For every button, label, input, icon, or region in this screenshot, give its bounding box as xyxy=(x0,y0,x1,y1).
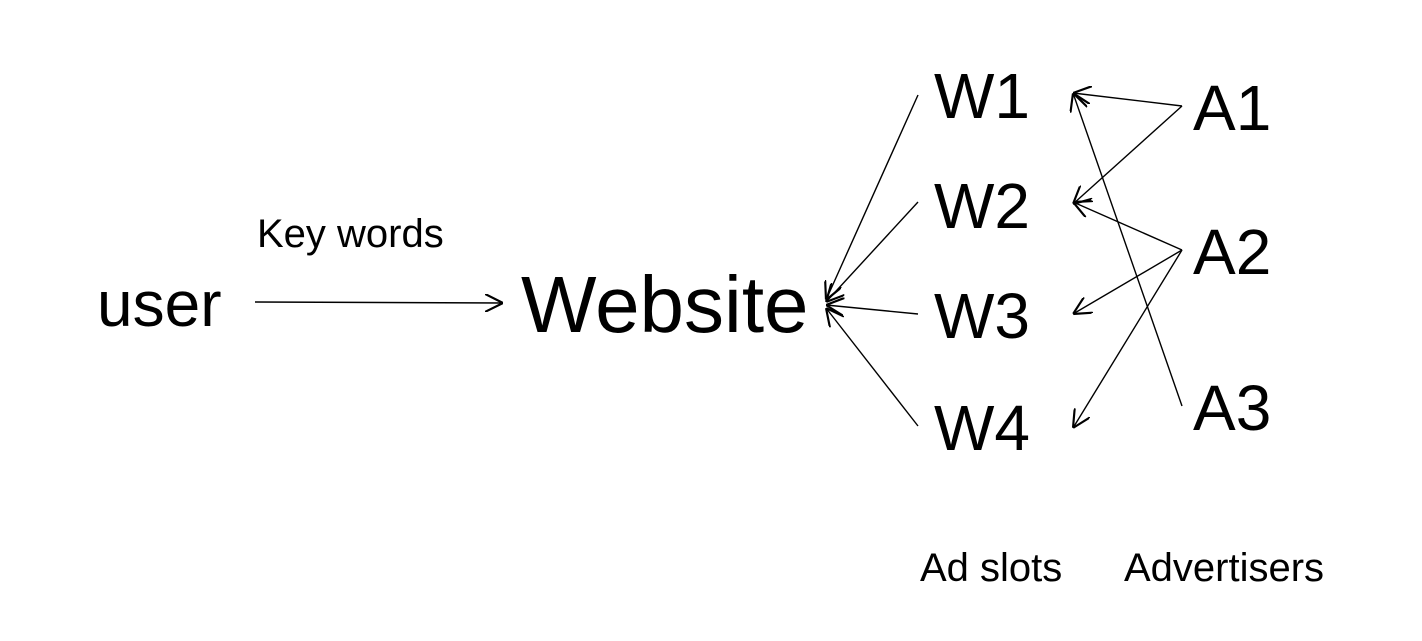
ad-slot-w1: W1 xyxy=(934,60,1030,132)
advertiser-a2: A2 xyxy=(1193,216,1272,288)
edge-a2-to-w4 xyxy=(1073,249,1183,428)
keywords-edge-label: Key words xyxy=(257,212,444,256)
ad-slot-w4: W4 xyxy=(934,392,1030,464)
edge-w3-to-website xyxy=(826,305,919,314)
ad-slot-w2: W2 xyxy=(934,170,1030,242)
website-node: Website xyxy=(521,260,809,349)
advertiser-a1: A1 xyxy=(1193,72,1272,144)
edge-a3-to-w1 xyxy=(1073,93,1183,407)
edge-a2-to-w2 xyxy=(1073,202,1183,251)
edge-a1-to-w1 xyxy=(1073,93,1183,107)
edge-w1-to-website xyxy=(826,94,919,300)
edge-w4-to-website xyxy=(826,308,919,427)
ad-slots-caption: Ad slots xyxy=(920,546,1063,590)
edge-user-to-website xyxy=(254,302,503,303)
user-node: user xyxy=(97,268,222,340)
edge-w2-to-website xyxy=(826,201,919,302)
edge-a2-to-w3 xyxy=(1073,249,1183,314)
advertisers-caption: Advertisers xyxy=(1124,546,1325,590)
advertiser-a3: A3 xyxy=(1193,372,1272,444)
ad-slot-w3: W3 xyxy=(934,280,1030,352)
edge-a1-to-w2 xyxy=(1073,105,1183,204)
